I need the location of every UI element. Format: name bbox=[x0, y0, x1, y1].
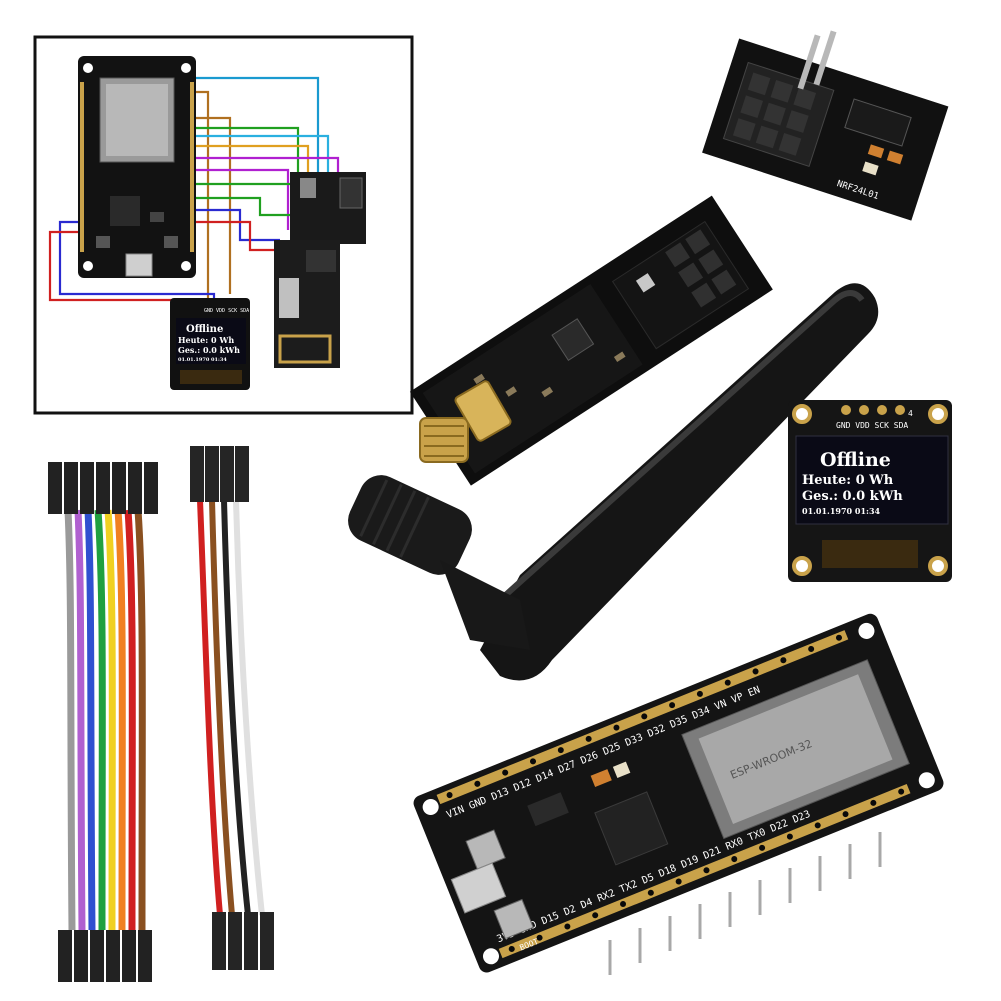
antenna bbox=[348, 283, 879, 681]
diagram-oled-line4: 01.01.1970 01:34 bbox=[178, 357, 227, 363]
esp32-header-legs bbox=[608, 832, 882, 975]
esp32-dev-board: VIN GND D13 D12 D14 D27 D26 D25 D33 D32 … bbox=[413, 613, 944, 973]
oled-line-datetime: 01.01.1970 01:34 bbox=[802, 506, 881, 516]
diagram-nrf-module bbox=[274, 240, 340, 368]
rainbow-jumper-cable bbox=[48, 462, 158, 982]
four-wire-jumper-cable bbox=[190, 446, 274, 970]
wiring-diagram: GND VDD SCK SDA Offline Heute: 0 Wh Ges.… bbox=[33, 35, 414, 415]
oled-line-ges: Ges.: 0.0 kWh bbox=[802, 489, 903, 504]
diagram-nrf-adapter bbox=[290, 172, 366, 244]
oled-pin-labels: GND VDD SCK SDA bbox=[836, 421, 908, 430]
diagram-oled-line1: Offline bbox=[186, 324, 223, 335]
diagram-oled-pins: GND VDD SCK SDA bbox=[204, 308, 249, 314]
diagram-oled: GND VDD SCK SDA Offline Heute: 0 Wh Ges.… bbox=[170, 298, 250, 390]
oled-module: GND VDD SCK SDA 4 Offline Heute: 0 Wh Ge… bbox=[788, 400, 952, 582]
oled-line-heute: Heute: 0 Wh bbox=[802, 473, 894, 488]
diagram-esp32-board bbox=[78, 56, 196, 278]
diagram-oled-line2: Heute: 0 Wh bbox=[178, 335, 234, 345]
nrf-adapter-board: NRF24L01 bbox=[702, 38, 949, 221]
sma-connector bbox=[419, 380, 512, 463]
adapter-header-pins bbox=[797, 30, 837, 90]
diagram-oled-line3: Ges.: 0.0 kWh bbox=[178, 345, 240, 355]
oled-line-offline: Offline bbox=[820, 449, 891, 471]
oled-pin-number: 4 bbox=[908, 409, 913, 418]
